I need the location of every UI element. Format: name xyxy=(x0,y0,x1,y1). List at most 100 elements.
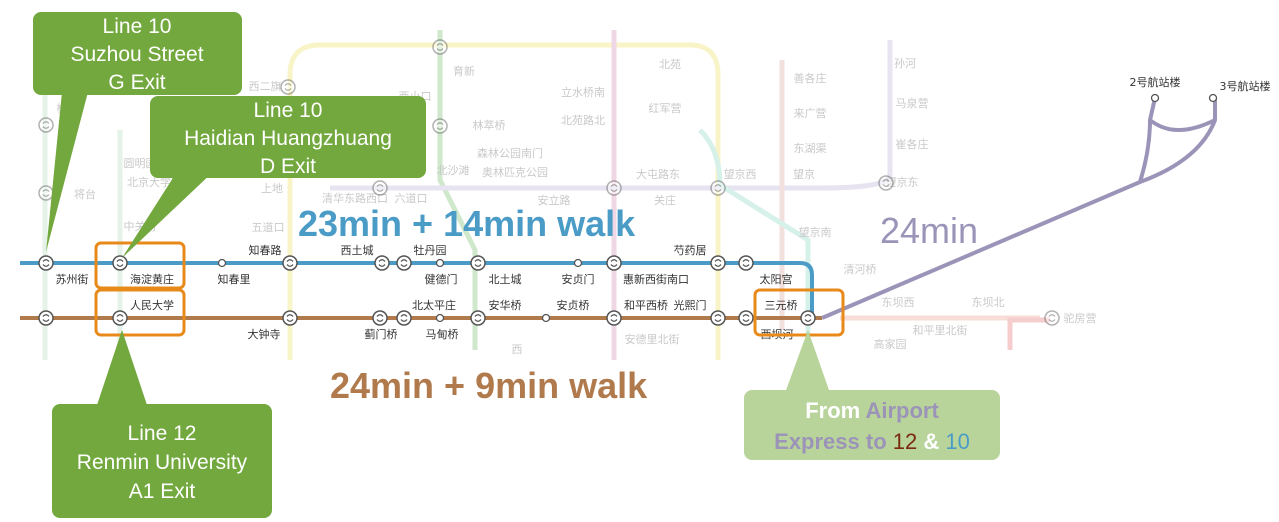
bg-station-label-34: 东坝西 xyxy=(882,295,915,309)
bg-station-label-19: 大屯路东 xyxy=(636,167,680,181)
bg-interchange-0 xyxy=(280,79,296,95)
bg-station-label-8: 红军营 xyxy=(649,101,682,115)
station-label-line12-1: 大钟寺 xyxy=(248,327,281,341)
bg-interchange-icon-1 xyxy=(432,39,448,55)
time-label-line-10: 23min + 14min walk xyxy=(298,203,636,244)
bg-station-label-21: 望京 xyxy=(793,167,815,181)
bg-interchange-icon-5 xyxy=(606,180,622,196)
callout-renmin-exit: A1 Exit xyxy=(129,480,196,503)
station-label-line10-9: 惠新西街南口 xyxy=(623,272,689,286)
bg-station-label-9: 善各庄 xyxy=(794,71,827,85)
station-line12-8 xyxy=(606,310,622,326)
station-line10-6 xyxy=(435,258,445,268)
express-amp: & xyxy=(917,429,945,454)
station-line12-3 xyxy=(372,310,388,326)
bg-station-label-10: 马泉营 xyxy=(896,96,929,110)
bg-interchange-3 xyxy=(432,118,448,134)
bg-line-15 xyxy=(330,40,893,191)
bg-station-label-12: 森林公园南门 xyxy=(477,146,543,160)
bg-line-13 xyxy=(287,42,721,360)
station-line12-4 xyxy=(396,310,412,326)
station-label-line12-0: 人民大学 xyxy=(130,298,174,312)
station-line12-10 xyxy=(738,310,754,326)
station-line12-11 xyxy=(800,310,816,326)
bg-station-label-35: 东坝北 xyxy=(972,295,1005,309)
bg-interchange-9 xyxy=(38,185,54,201)
highlight-sanyuanqiao xyxy=(753,288,845,337)
station-label-line10-4: 西土城 xyxy=(341,244,374,257)
time-label-line-12: 24min + 9min walk xyxy=(330,365,648,406)
bg-station-label-1: 育新 xyxy=(453,64,475,78)
bg-station-label-11: 来广营 xyxy=(794,106,827,120)
callout-renmin-university: Line 12 Renmin University A1 Exit xyxy=(52,330,272,518)
bg-station-label-32: 将台 xyxy=(74,187,96,201)
callout-suzhou-line: Line 10 xyxy=(103,15,172,38)
callout-suzhou-exit: G Exit xyxy=(108,71,165,94)
station-label-line10-0: 苏州街 xyxy=(56,272,89,286)
bg-station-label-3: 立水桥南 xyxy=(561,85,605,99)
station-label-line10-8: 安贞门 xyxy=(562,272,595,286)
station-line12-6 xyxy=(470,310,486,326)
bg-station-label-30: 望京南 xyxy=(799,225,832,239)
station-label-line12-6: 安贞桥 xyxy=(557,298,590,312)
bg-interchange-icon-7 xyxy=(878,175,894,191)
station-line10-11 xyxy=(738,255,754,271)
station-label-line12-9: 三元桥 xyxy=(765,299,798,312)
station-label-line12-3: 北太平庄 xyxy=(412,298,456,312)
station-line10-5 xyxy=(396,255,412,271)
station-label-t3: 3号航站楼 xyxy=(1220,79,1271,93)
bg-station-label-39: 西 xyxy=(512,343,523,356)
bg-interchange-4 xyxy=(38,117,54,133)
bg-station-label-24: 六道口 xyxy=(395,191,428,205)
bg-line-changping xyxy=(437,30,478,350)
bg-station-label-25: 上地 xyxy=(261,182,283,195)
bg-station-label-38: 安德里北街 xyxy=(625,332,680,346)
bg-station-label-37: 和平里北街 xyxy=(913,323,968,337)
bg-interchange-1 xyxy=(432,39,448,55)
bg-interchange-6 xyxy=(710,180,726,196)
bg-station-label-18: 奥林匹克公园 xyxy=(482,165,548,179)
callout-renmin-line: Line 12 xyxy=(128,422,197,445)
airport-express-track xyxy=(821,97,1217,320)
bg-station-label-23: 清华东路西口 xyxy=(322,191,388,205)
highlight-renmin-university xyxy=(94,288,186,337)
bg-station-label-36: 驼房营 xyxy=(1064,311,1097,325)
bg-interchange-5 xyxy=(606,180,622,196)
station-line12-1 xyxy=(112,310,128,326)
bg-interchange-7 xyxy=(878,175,894,191)
bg-station-label-33: 高家园 xyxy=(874,337,907,351)
bg-station-label-14: 崔各庄 xyxy=(896,137,929,151)
bg-station-label-0: 西二旗 xyxy=(249,79,282,93)
station-line10-4 xyxy=(374,255,390,271)
bg-station-label-6: 林萃桥 xyxy=(473,118,506,132)
station-label-line12-7: 和平西桥 xyxy=(624,299,668,312)
station-line10-8 xyxy=(573,258,583,268)
station-airport-t2 xyxy=(1150,93,1160,103)
station-label-line10-5: 牡丹园 xyxy=(414,243,447,257)
bg-interchange-2 xyxy=(372,180,388,196)
bg-interchange-icon-3 xyxy=(432,118,448,134)
line-10-stations: 苏州街海淀黄庄知春里知春路西土城牡丹园健德门北土城安贞门惠新西街南口芍药居太阳宫 xyxy=(38,243,793,286)
station-label-line10-11: 太阳宫 xyxy=(760,272,793,286)
bg-line-red xyxy=(1007,317,1050,350)
callout-haidian-exit: D Exit xyxy=(260,155,316,178)
bg-interchange-icon-8 xyxy=(1044,310,1060,326)
station-line12-5 xyxy=(435,313,445,323)
highlight-boxes xyxy=(94,241,845,337)
callout-suzhou-street: Line 10 Suzhou Street G Exit xyxy=(33,12,242,252)
callout-renmin-station: Renmin University xyxy=(77,451,248,474)
station-label-line10-6: 健德门 xyxy=(425,272,458,286)
station-label-line10-2: 知春里 xyxy=(218,272,251,286)
station-label-line10-3: 知春路 xyxy=(249,243,282,257)
airport-stations: 2号航站楼 3号航站楼 xyxy=(1130,75,1271,103)
station-label-t2: 2号航站楼 xyxy=(1130,75,1181,89)
station-line10-9 xyxy=(606,255,622,271)
station-line10-0 xyxy=(38,255,54,271)
callout-haidian-station: Haidian Huangzhuang xyxy=(184,127,392,150)
station-line12-0 xyxy=(38,310,54,326)
callout-haidian-huangzhuang: Line 10 Haidian Huangzhuang D Exit xyxy=(122,96,426,258)
express-line12: 12 xyxy=(893,429,917,454)
time-label-airport: 24min xyxy=(880,210,978,251)
callout-haidian-line: Line 10 xyxy=(254,99,323,122)
